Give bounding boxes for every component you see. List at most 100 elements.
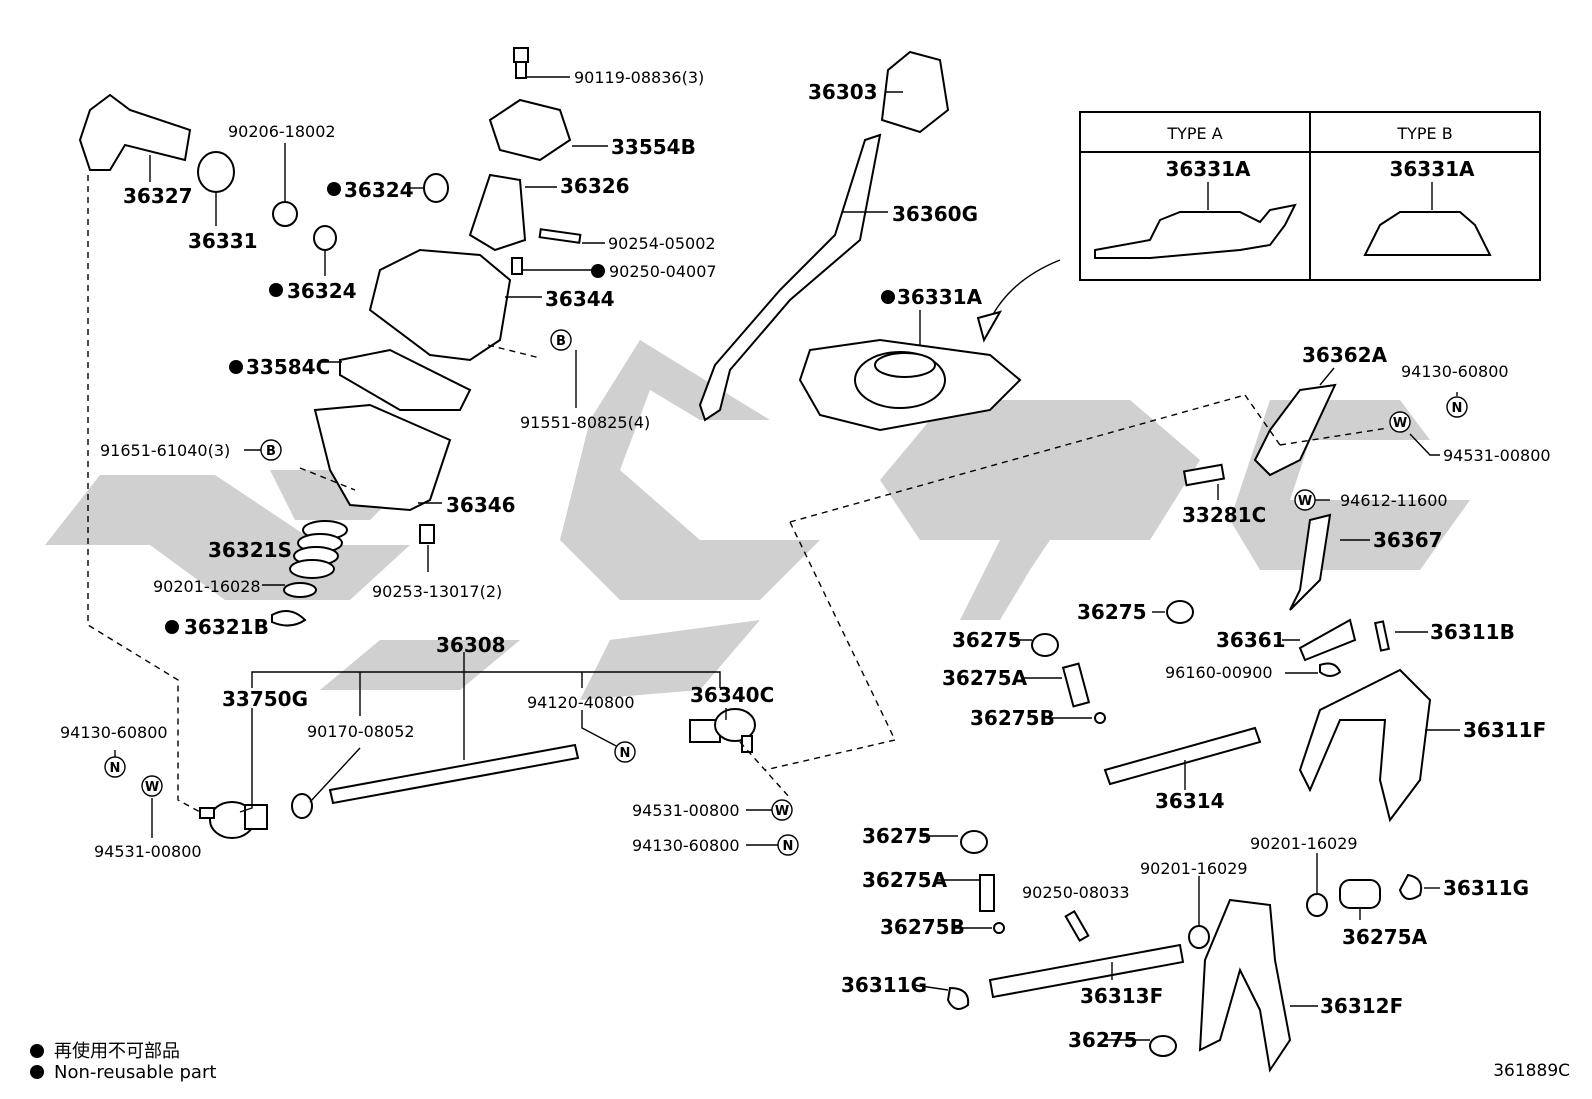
inset-type-a: TYPE A: [1166, 124, 1222, 143]
non-reusable-dots: [165, 182, 895, 634]
ball-joint-33750G: [199, 801, 268, 839]
label-90201b: 90201-16029: [1140, 859, 1248, 878]
gasket-33584C: [339, 348, 472, 411]
label-33750G: 33750G: [222, 687, 308, 711]
label-36275Bb: 36275B: [880, 915, 965, 939]
label-36321B: 36321B: [184, 615, 269, 639]
label-36275Ab: 36275A: [862, 868, 948, 892]
svg-text:W: W: [1298, 494, 1312, 509]
label-90170: 90170-08052: [307, 722, 415, 741]
label-36275Ac: 36275A: [1342, 925, 1428, 949]
svg-text:W: W: [145, 780, 159, 795]
clip-36321B: [271, 610, 307, 627]
label-36331A: 36331A: [897, 285, 983, 309]
ring-36311Ga: [946, 986, 970, 1010]
washer-90201b: [1188, 925, 1210, 949]
label-36326: 36326: [560, 174, 630, 198]
label-36324b: 36324: [287, 279, 357, 303]
clip-96160: [1319, 662, 1342, 677]
label-94531b: 94531-00800: [632, 801, 740, 820]
label-90201c: 90201-16029: [1250, 834, 1358, 853]
label-90119: 90119-08836(3): [574, 68, 704, 87]
label-36321S: 36321S: [208, 538, 292, 562]
svg-text:W: W: [775, 804, 789, 819]
label-36360G: 36360G: [892, 202, 978, 226]
label-33281C: 33281C: [1182, 503, 1266, 527]
badge-w-3: W: [1389, 411, 1411, 433]
legend-line-english: Non-reusable part: [30, 1062, 216, 1083]
label-94130c: 94130-60800: [1401, 362, 1509, 381]
badge-n-1: N: [104, 756, 126, 778]
label-33584C: 33584C: [246, 355, 330, 379]
spring-36321S: [289, 520, 348, 579]
svg-text:B: B: [266, 444, 276, 459]
inset-arrow: [989, 259, 1061, 321]
label-36275Aa: 36275A: [942, 666, 1028, 690]
pin-90254: [538, 228, 582, 244]
bullet-icon: [30, 1065, 44, 1079]
label-36275a: 36275: [1077, 600, 1147, 624]
spring-36275Ac: [1339, 879, 1381, 909]
badge-b-2: B: [260, 439, 282, 461]
label-94531a: 94531-00800: [94, 842, 202, 861]
label-96160: 96160-00900: [1165, 663, 1273, 682]
label-36275d: 36275: [1068, 1028, 1138, 1052]
ring-36311Gb: [1398, 873, 1423, 900]
inset-part-a: 36331A: [1165, 157, 1251, 181]
dashed-lines: [87, 175, 1389, 813]
label-36344: 36344: [545, 287, 615, 311]
inset-boot-b: [1363, 211, 1492, 256]
boot-36331A: [798, 338, 1022, 432]
bullet-icon: [30, 1044, 44, 1058]
legend-line-japanese: 再使用不可部品: [30, 1037, 180, 1063]
pin-90250a: [511, 257, 523, 275]
svg-text:N: N: [620, 746, 631, 761]
pin-36311B: [1373, 620, 1391, 652]
inset-part-b: 36331A: [1389, 157, 1475, 181]
plug-36275d: [1149, 1035, 1177, 1057]
bushing-36324a: [423, 173, 449, 203]
label-91551: 91551-80825(4): [520, 413, 650, 432]
label-94130b: 94130-60800: [632, 836, 740, 855]
label-94612: 94612-11600: [1340, 491, 1448, 510]
badge-w-4: W: [1294, 489, 1316, 511]
legend-text-english: Non-reusable part: [54, 1062, 217, 1083]
label-36313F: 36313F: [1080, 984, 1163, 1008]
shift-lever-36327: [78, 93, 192, 171]
label-90250b: 90250-08033: [1022, 883, 1130, 902]
retainer-33554B: [488, 98, 572, 162]
nut-90170: [291, 793, 313, 819]
label-36340C: 36340C: [690, 683, 774, 707]
label-36312F: 36312F: [1320, 994, 1403, 1018]
shift-knob-36303: [880, 50, 950, 134]
inset-type-b: TYPE B: [1396, 124, 1452, 143]
bolt-33281C: [1182, 463, 1226, 487]
inset-arrowhead: [976, 310, 1003, 343]
label-36367: 36367: [1373, 528, 1443, 552]
washer-90201c: [1306, 893, 1328, 917]
label-36311Gb: 36311G: [1443, 876, 1529, 900]
svg-text:W: W: [1393, 416, 1407, 431]
plug-36275a: [1031, 633, 1059, 657]
label-36275b: 36275: [952, 628, 1022, 652]
label-36361: 36361: [1216, 628, 1286, 652]
badge-n-3: N: [777, 834, 799, 856]
badge-n-2: N: [614, 741, 636, 763]
plug-36275c: [960, 830, 988, 854]
label-36275Ba: 36275B: [970, 706, 1055, 730]
pin-90250b: [1064, 910, 1090, 942]
pin-90253: [419, 524, 435, 544]
bushing-36324b: [313, 225, 337, 251]
label-90250a: 90250-04007: [609, 262, 717, 281]
label-36311B: 36311B: [1430, 620, 1515, 644]
inset-boot-a: [1094, 203, 1297, 259]
label-94531c: 94531-00800: [1443, 446, 1551, 465]
label-90201a: 90201-16028: [153, 577, 261, 596]
label-33554B: 33554B: [611, 135, 696, 159]
label-36324a: 36324: [344, 178, 414, 202]
label-36362A: 36362A: [1302, 343, 1388, 367]
washer-90206: [272, 201, 298, 227]
svg-text:B: B: [556, 334, 566, 349]
diagram-code: 361889C: [1493, 1061, 1570, 1081]
badge-b-1: B: [550, 329, 572, 351]
